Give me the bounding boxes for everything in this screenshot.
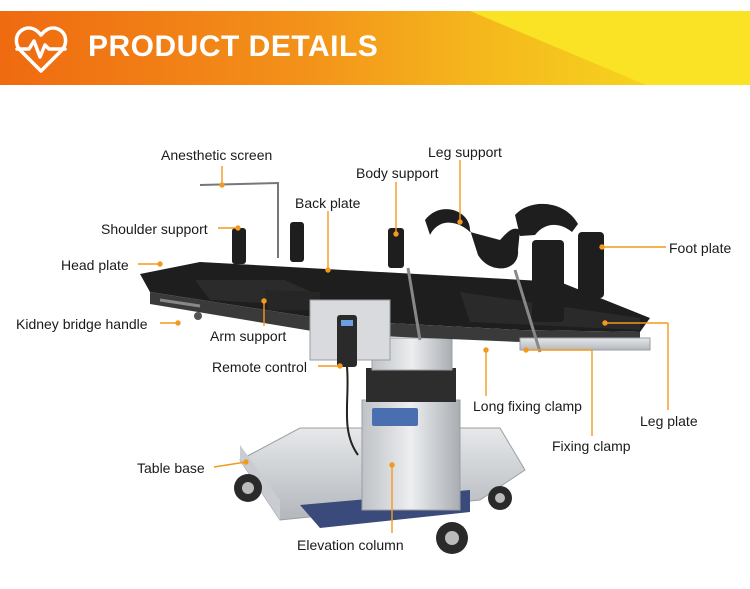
label-foot-plate: Foot plate [669, 240, 732, 256]
page-title: PRODUCT DETAILS [88, 30, 379, 63]
header-banner: PRODUCT DETAILS [0, 11, 750, 85]
heart-pulse-icon [14, 26, 68, 73]
label-head-plate: Head plate [61, 257, 129, 273]
label-shoulder-support: Shoulder support [101, 221, 208, 237]
tabletop [140, 262, 651, 361]
label-long-fixing-clamp: Long fixing clamp [473, 398, 582, 414]
label-body-support: Body support [356, 165, 439, 181]
callout-lines [138, 160, 669, 533]
label-arm-support: Arm support [210, 328, 287, 344]
remote-control [337, 315, 359, 456]
elevation-column [361, 337, 461, 511]
label-anesthetic-screen: Anesthetic screen [161, 147, 273, 163]
label-leg-plate: Leg plate [640, 413, 698, 429]
label-elevation-column: Elevation column [297, 537, 404, 553]
supports [199, 181, 604, 353]
label-table-base: Table base [137, 460, 205, 476]
label-fixing-clamp: Fixing clamp [552, 438, 631, 454]
label-leg-support: Leg support [428, 144, 502, 160]
label-remote-control: Remote control [212, 359, 307, 375]
label-back-plate: Back plate [295, 195, 361, 211]
kidney-bridge-handle [159, 298, 202, 320]
label-kidney-bridge-handle: Kidney bridge handle [16, 316, 148, 332]
